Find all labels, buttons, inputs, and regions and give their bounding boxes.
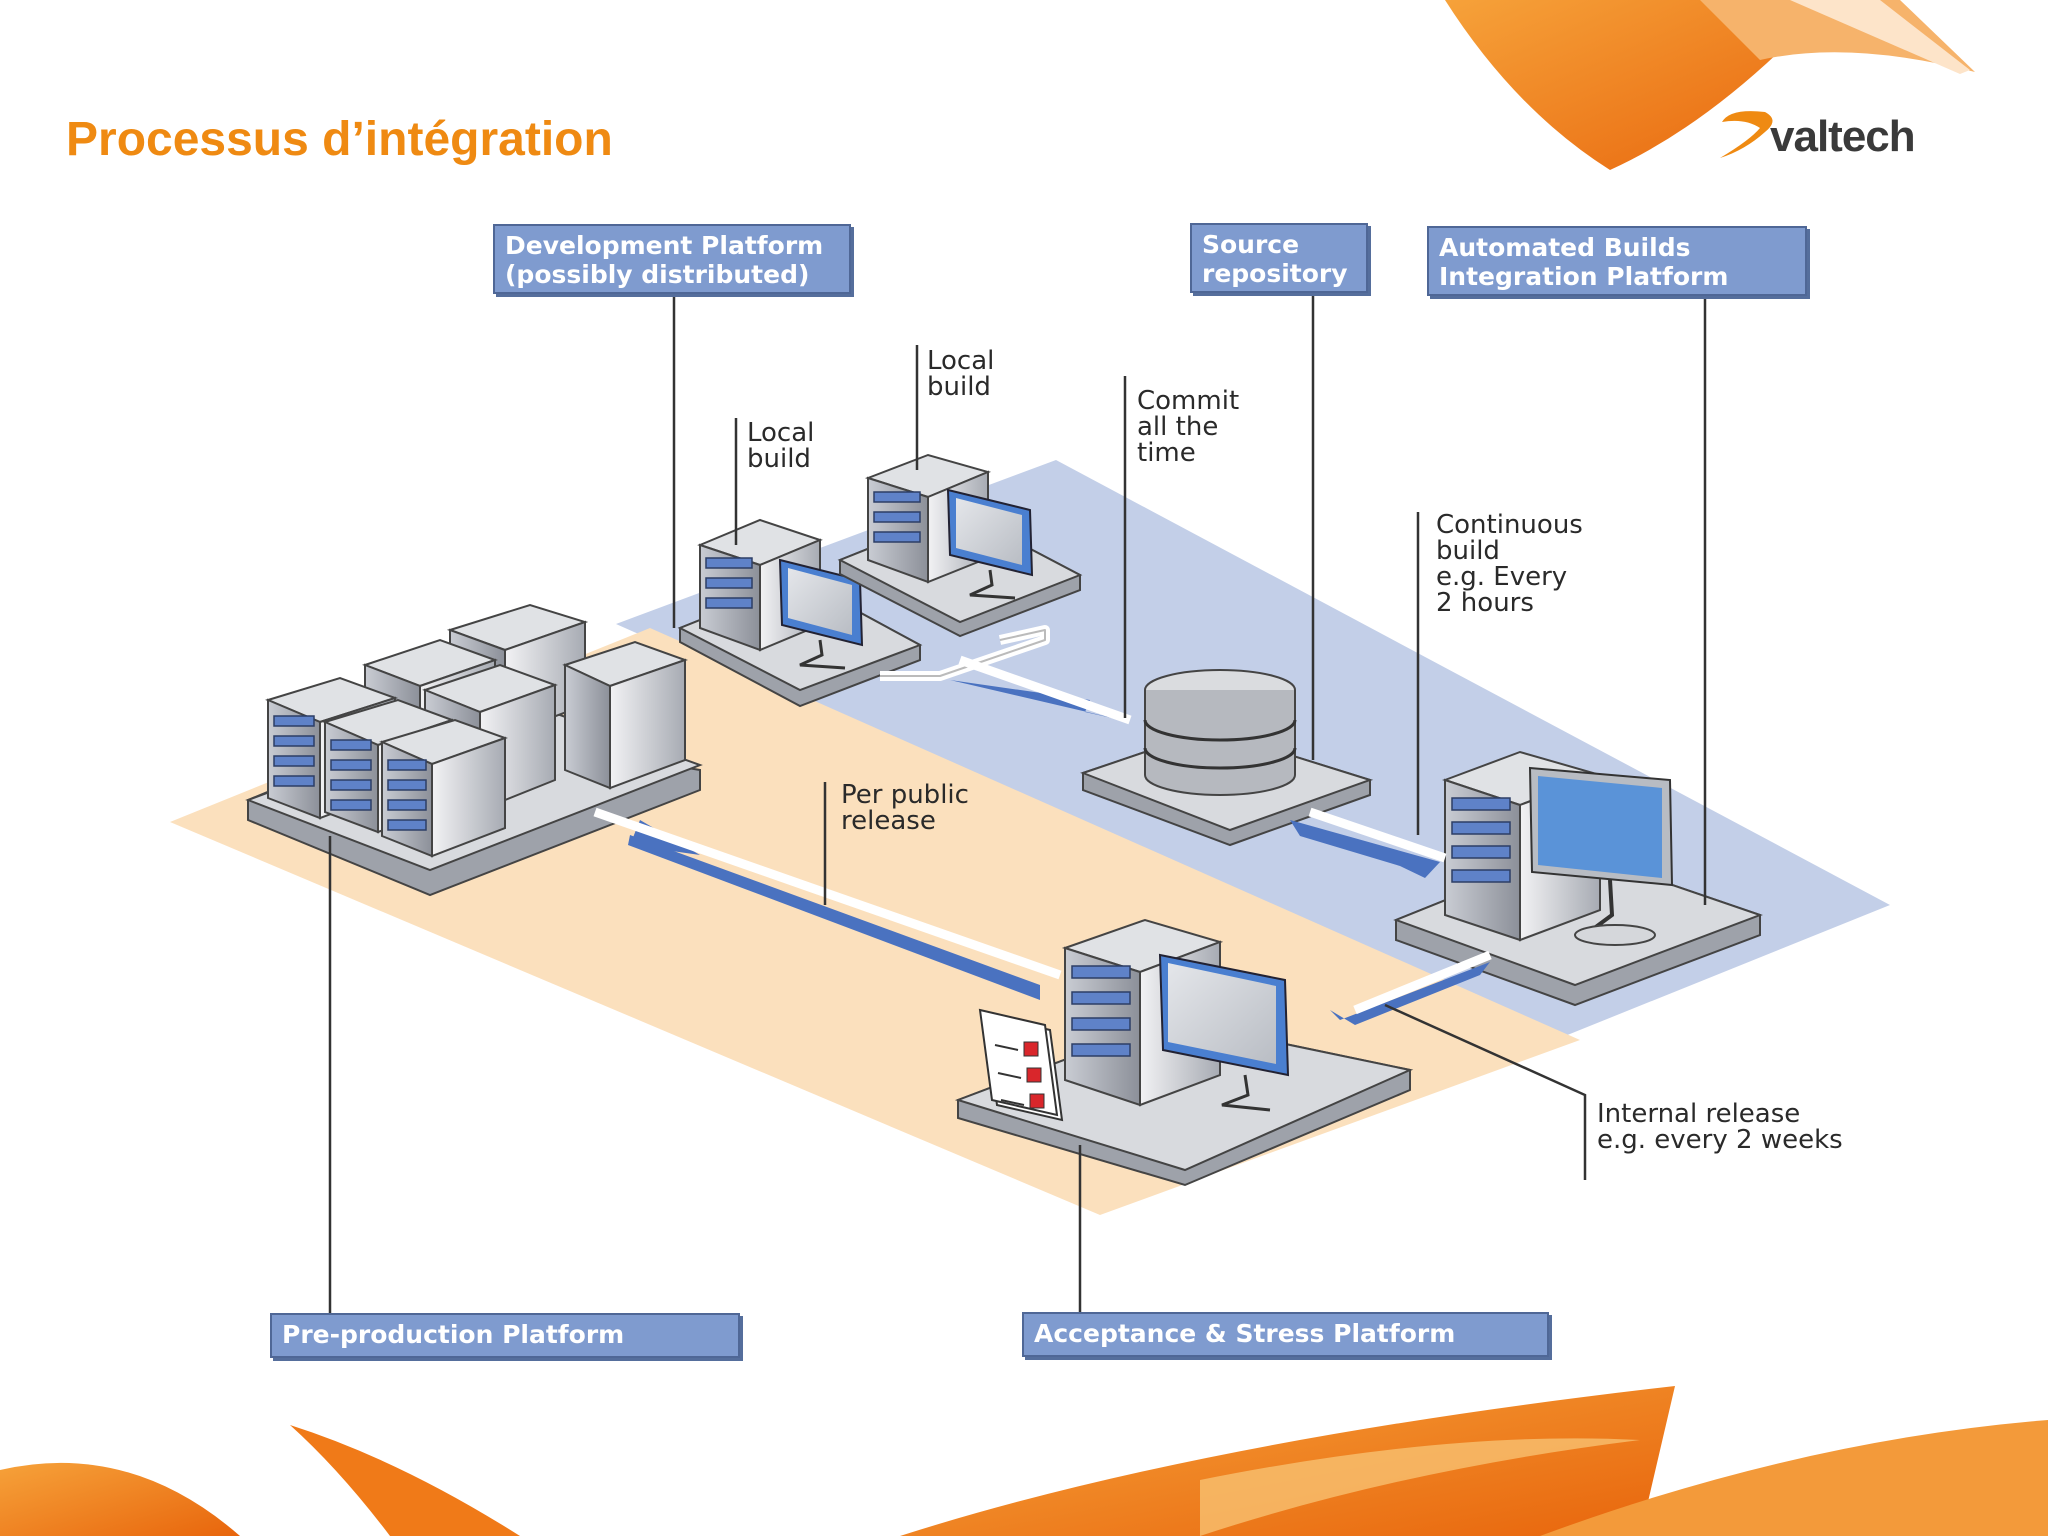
- dev-workstation-2: [837, 453, 1083, 638]
- dev-workstation-1: [677, 518, 923, 708]
- note-commit: Commit all the time: [1137, 386, 1240, 468]
- note-local-build-1: Local build: [747, 418, 815, 474]
- top-swoosh-decoration: [1445, 0, 1975, 170]
- label-preproduction-platform: Pre-production Platform: [270, 1313, 740, 1358]
- acceptance-server: [954, 918, 1414, 1187]
- label-automated-builds: Automated Builds Integration Platform: [1427, 226, 1807, 296]
- flow-arrows: [593, 625, 1492, 1025]
- source-repository-server: [1080, 669, 1374, 847]
- integration-build-server: [1393, 750, 1763, 1007]
- note-internal-release: Internal release e.g. every 2 weeks: [1597, 1099, 1843, 1155]
- label-development-platform: Development Platform (possibly distribut…: [493, 224, 851, 294]
- valtech-logo-mark: [1720, 111, 1773, 158]
- note-local-build-2: Local build: [927, 346, 995, 402]
- label-acceptance-platform: Acceptance & Stress Platform: [1022, 1312, 1549, 1357]
- bottom-swoosh-decoration: [0, 1386, 2048, 1536]
- label-source-repository: Source repository: [1190, 223, 1368, 293]
- preproduction-server-farm: [245, 603, 703, 897]
- slide-title: Processus d’intégration: [66, 113, 613, 166]
- valtech-logo-text: valtech: [1770, 112, 1916, 161]
- note-per-public-release: Per public release: [841, 780, 969, 836]
- leader-lines: [328, 296, 1707, 1313]
- note-continuous-build: Continuous build e.g. Every 2 hours: [1436, 510, 1583, 618]
